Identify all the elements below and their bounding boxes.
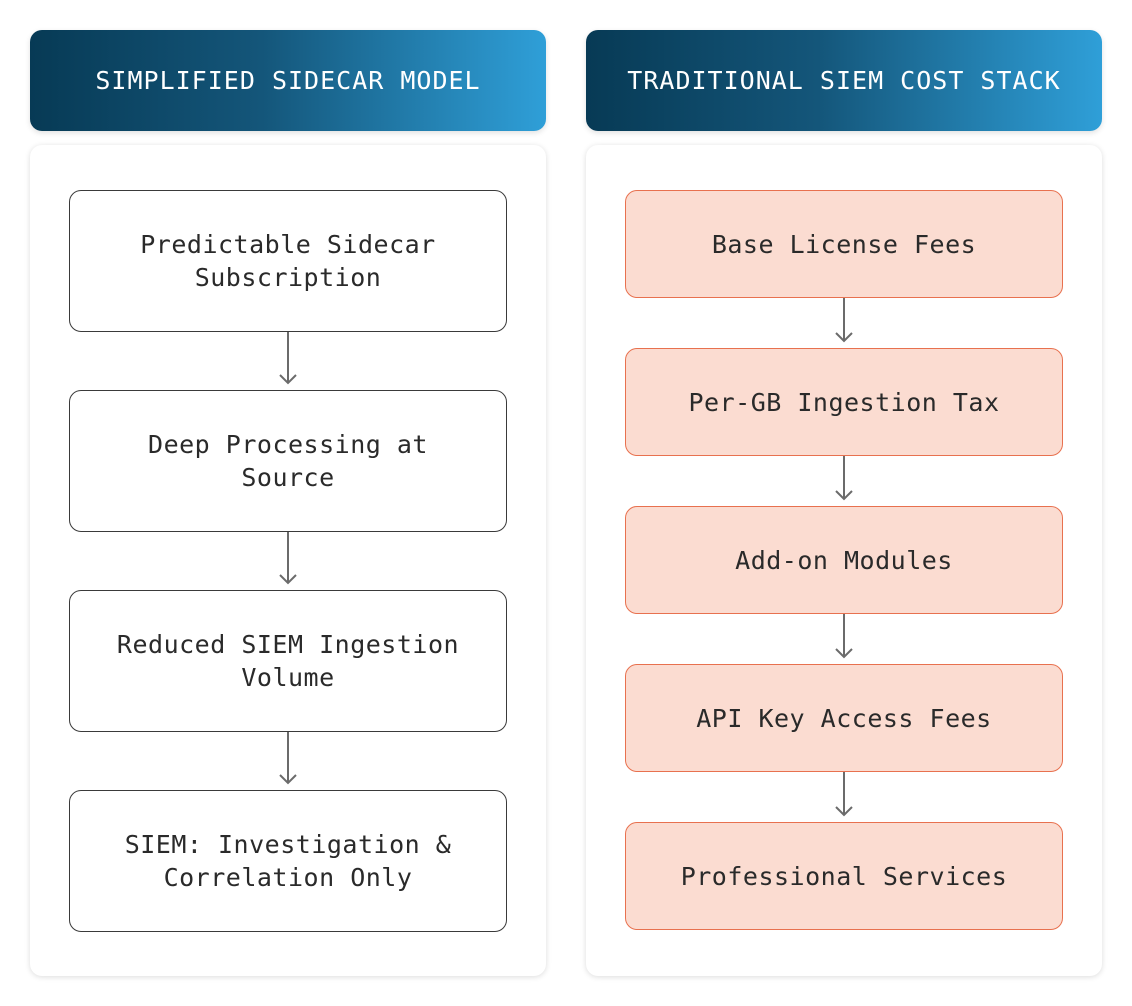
traditional-siem-header: TRADITIONAL SIEM COST STACK (586, 30, 1102, 131)
sidecar-model-column: SIMPLIFIED SIDECAR MODEL Predictable Sid… (30, 30, 546, 976)
cost-stack-flow: Base License Fees Per-GB Ingestion Tax A… (625, 190, 1063, 930)
cost-step-api-key-fees: API Key Access Fees (625, 664, 1063, 772)
flow-arrow-icon (279, 332, 297, 385)
sidecar-step-subscription: Predictable Sidecar Subscription (69, 190, 507, 332)
cost-step-base-license: Base License Fees (625, 190, 1063, 298)
flow-arrow-icon (279, 532, 297, 585)
traditional-siem-panel: Base License Fees Per-GB Ingestion Tax A… (586, 145, 1102, 976)
sidecar-model-panel: Predictable Sidecar Subscription Deep Pr… (30, 145, 546, 976)
sidecar-step-deep-processing: Deep Processing at Source (69, 390, 507, 532)
flow-arrow-icon (835, 456, 853, 501)
flow-arrow-icon (279, 732, 297, 785)
cost-step-ingestion-tax: Per-GB Ingestion Tax (625, 348, 1063, 456)
flow-arrow-icon (835, 614, 853, 659)
sidecar-flow: Predictable Sidecar Subscription Deep Pr… (69, 190, 507, 932)
flow-arrow-icon (835, 772, 853, 817)
cost-step-professional-services: Professional Services (625, 822, 1063, 930)
cost-step-addon-modules: Add-on Modules (625, 506, 1063, 614)
flow-arrow-icon (835, 298, 853, 343)
sidecar-step-siem-investigation: SIEM: Investigation & Correlation Only (69, 790, 507, 932)
sidecar-model-header: SIMPLIFIED SIDECAR MODEL (30, 30, 546, 131)
sidecar-step-reduced-ingestion: Reduced SIEM Ingestion Volume (69, 590, 507, 732)
traditional-siem-column: TRADITIONAL SIEM COST STACK Base License… (586, 30, 1102, 976)
